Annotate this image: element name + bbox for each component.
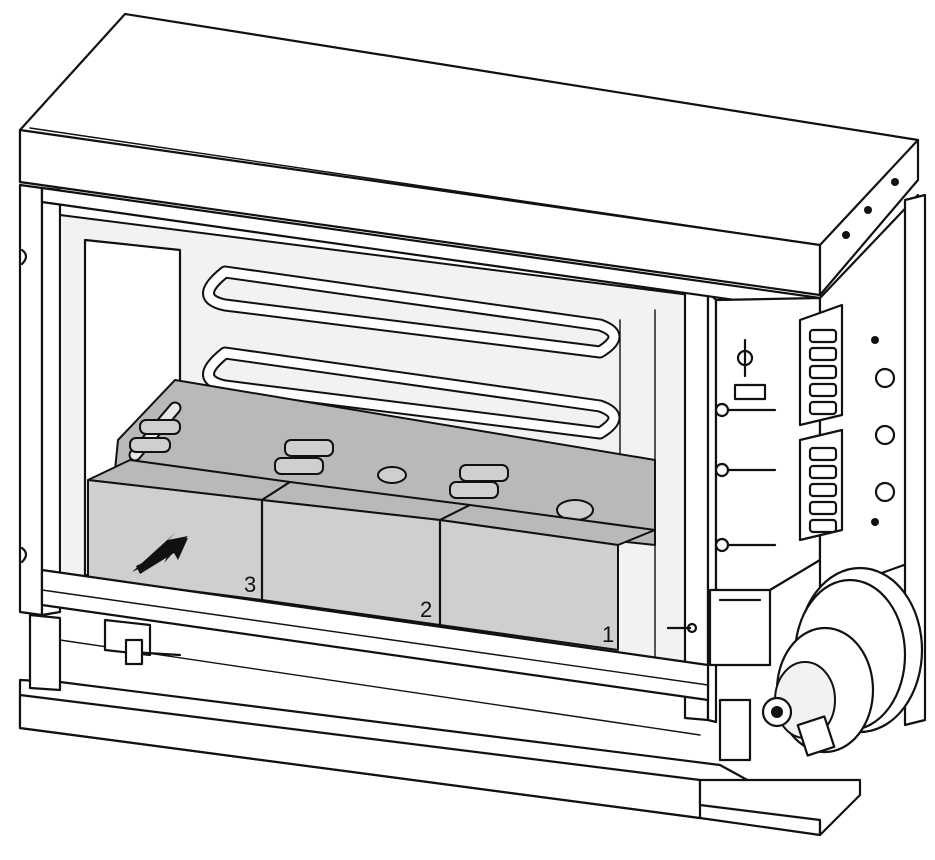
lid	[18, 12, 920, 297]
terminal-block-upper	[798, 303, 844, 427]
block-label-1: 1	[602, 622, 614, 647]
stone-blocks: 3 2 1	[87, 459, 656, 651]
control-panel	[714, 193, 927, 727]
block-label-3: 3	[244, 572, 256, 597]
arrow-icon	[132, 532, 188, 574]
element-connectors	[714, 338, 777, 553]
fan-motor	[708, 566, 924, 762]
terminal-block-lower	[798, 428, 844, 542]
block-label-2: 2	[420, 597, 432, 622]
tray-ribs	[129, 419, 509, 499]
front-rail	[40, 568, 710, 702]
base	[18, 613, 862, 837]
